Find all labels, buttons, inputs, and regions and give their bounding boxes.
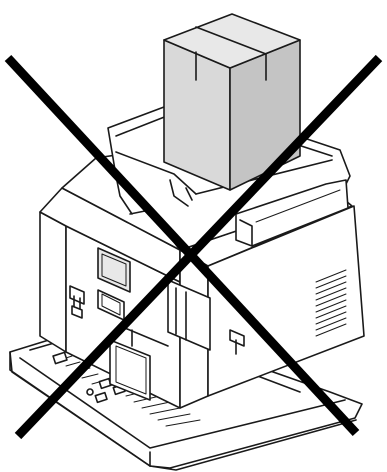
prohibition-illustration: [0, 0, 387, 472]
illustration-canvas: [0, 0, 387, 472]
